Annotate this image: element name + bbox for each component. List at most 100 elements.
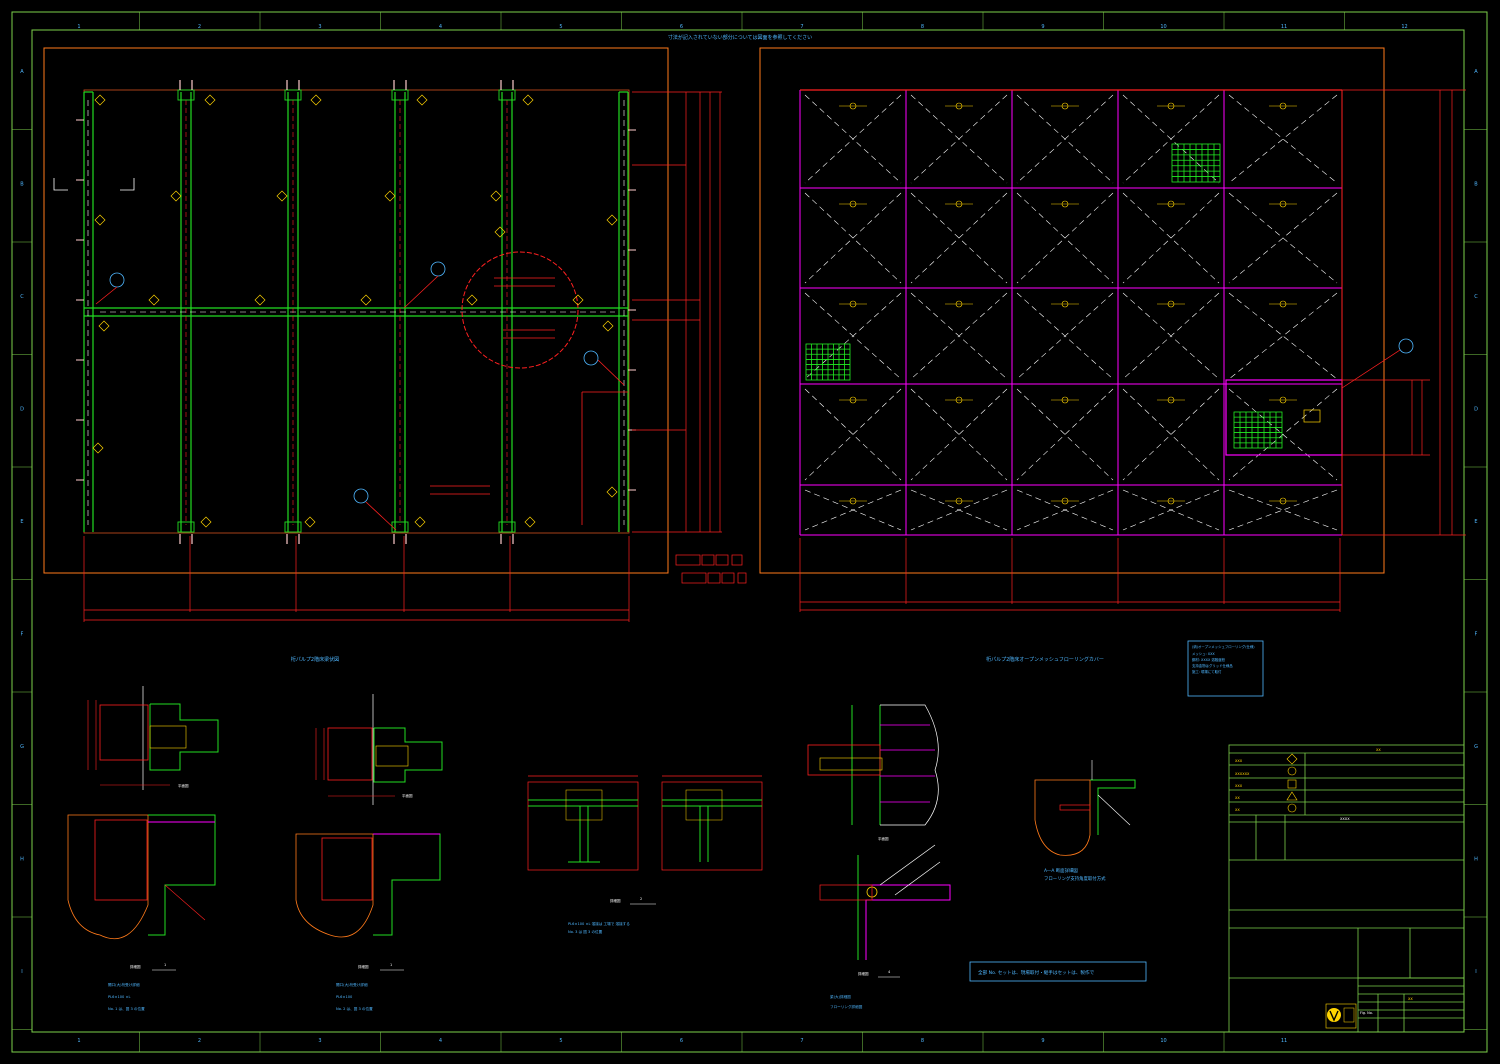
hexagon-symbol-icon (1287, 803, 1297, 813)
grid-label-bottom: 8 (921, 1038, 924, 1044)
detail-3-caption-2: No. 3 は 図 3 の位置 (568, 929, 603, 934)
detail-1-scale: 1 (164, 963, 166, 967)
marker-diamond-icon (200, 516, 212, 528)
bottom-note-text: 全部 No. セットは、現場取付・継手はセットは、製作で (978, 969, 1095, 976)
grid-label-right: A (1474, 69, 1478, 75)
grid-labels-left: ABCDEFGHIJ (12, 69, 32, 1030)
title-sheet-label: XX (1376, 748, 1381, 752)
detail-1-plan-label: 平面図 (178, 783, 189, 788)
legend-line-2: メッシュ: XXX (1192, 652, 1215, 656)
marker-diamond-icon (148, 294, 160, 306)
marker-diamond-icon (94, 214, 106, 226)
revision-cloud (461, 251, 579, 369)
title-block-rows: XXX XXXXXX XXX XX XX XXXX XX Fig. No. XX (1235, 748, 1413, 1029)
detail-2-caption-3: No. 2 は、図 3 の位置 (336, 1006, 373, 1011)
grid-label-left: F (21, 632, 24, 638)
detail-2-plan-label: 平面図 (402, 793, 413, 798)
marker-diamond-icon (414, 516, 426, 528)
marker-diamond-icon (524, 516, 536, 528)
detail-2-caption-1: 開口(大)桁受け詳細 (336, 982, 368, 987)
marker-diamond-icon (310, 94, 322, 106)
grid-label-bottom: 11 (1281, 1038, 1287, 1044)
detail-5-caption-2: フローリング支持角度取付方式 (1044, 875, 1106, 882)
detail-4-plan-label: 平面図 (878, 836, 889, 841)
left-plan-outline (43, 47, 669, 574)
legend-line-5: 施工: 現場にて取付 (1192, 669, 1222, 674)
title-row-label-1: XXX (1235, 759, 1243, 763)
grid-label-right: B (1474, 182, 1478, 188)
grid-label-top: 6 (680, 24, 683, 30)
detail-4-caption-2: フローリング詳細図 (830, 1004, 863, 1009)
marker-diamond-icon (606, 214, 618, 226)
marker-diamond-icon (602, 320, 614, 332)
right-plan-panels (799, 89, 1343, 536)
detail-3-caption-1: PL6×100 ×L 溶接は 工場で 溶接する (568, 921, 630, 926)
grid-label-left: H (20, 857, 24, 863)
detail-5-caption-1: A―A 断面詳細図 (1044, 867, 1078, 874)
grid-label-right: E (1474, 519, 1477, 525)
triangle-symbol-icon (1286, 791, 1298, 801)
detail-1-caption-3: No. 1 は、図 3 の位置 (108, 1006, 145, 1011)
right-plan-outline (759, 47, 1385, 574)
grid-label-right: H (1474, 857, 1478, 863)
grid-label-left: B (20, 182, 24, 188)
outer-frame (11, 11, 1488, 1053)
title-row-label-2: XXXXXX (1235, 772, 1250, 776)
marker-diamond-icon (490, 190, 502, 202)
marker-diamond-icon (494, 226, 506, 238)
right-plan-title: 桁パルプ2階床オープンメッシュフローリングカバー (986, 656, 1104, 663)
detail-4-section-label: 詳細図 (858, 971, 869, 976)
bottom-note: 全部 No. セットは、現場取付・継手はセットは、製作で (969, 961, 1147, 982)
detail-2-scale: 1 (390, 963, 392, 967)
grid-label-left: A (20, 69, 24, 75)
title-revision: XX (1408, 997, 1413, 1001)
grid-label-top: 4 (439, 24, 442, 30)
grid-label-top: 8 (921, 24, 924, 30)
detail-4: 平面図 詳細図 4 梁(大)詳細図 フローリング詳細図 (807, 704, 951, 1009)
title-row-label-5: XX (1235, 808, 1240, 812)
detail-4-scale: 4 (888, 970, 891, 974)
detail-3: 詳細図 2 PL6×100 ×L 溶接は 工場で 溶接する No. 3 は 図 … (527, 775, 763, 934)
grid-label-bottom: 4 (439, 1038, 442, 1044)
grid-label-bottom: 2 (198, 1038, 201, 1044)
circle-symbol-icon (1287, 766, 1297, 776)
marker-diamond-icon (304, 516, 316, 528)
marker-diamond-icon (384, 190, 396, 202)
detail-1-caption-1: 開口(大)桁受け詳細 (108, 982, 140, 987)
left-plan-title: 桁パルプ2階床梁伏図 (291, 656, 339, 663)
grid-label-top: 2 (198, 24, 201, 30)
title-block (1228, 744, 1465, 1033)
grid-label-left: I (21, 969, 22, 975)
grid-label-left: E (20, 519, 23, 525)
legend-line-1: (縞)オープンメッシュフローリング(仕様) (1192, 644, 1255, 649)
detail-3-scale: 2 (640, 897, 642, 901)
grid-label-right: I (1475, 969, 1476, 975)
grating-legend-box: (縞)オープンメッシュフローリング(仕様) メッシュ: XXX 鋼材: XXXX… (1187, 640, 1264, 697)
marker-diamond-icon (572, 294, 584, 306)
detail-2-caption-2: PL6×100 (336, 995, 353, 999)
grid-label-right: D (1474, 407, 1478, 413)
detail-1-section-label: 詳細図 (130, 964, 141, 969)
right-grating-plan: 桁パルプ2階床オープンメッシュフローリングカバー (759, 47, 1466, 663)
marker-diamond-icon (98, 320, 110, 332)
marker-diamond-icon (606, 486, 618, 498)
grid-label-bottom: 3 (318, 1038, 321, 1044)
grid-label-top: 9 (1041, 24, 1044, 30)
detail-1: 平面図 詳細図 1 開口(大)桁受け詳細 PL6×100 ×L No. 1 は、… (67, 686, 219, 1011)
title-drawing-label: XXXX (1340, 817, 1350, 821)
marker-diamond-icon (94, 94, 106, 106)
marker-diamond-icon (416, 94, 428, 106)
grid-label-top: 5 (559, 24, 562, 30)
grid-labels-right: ABCDEFGHIJ (1464, 69, 1487, 1030)
inner-frame (31, 29, 1465, 1033)
top-note: 寸法が記入されていない部分については図面を参照してください (668, 34, 812, 41)
detail-3-section-label: 詳細図 (610, 898, 621, 903)
detail-5: A―A 断面詳細図 フローリング支持角度取付方式 (1034, 760, 1136, 882)
marker-diamond-icon (466, 294, 478, 306)
detail-2: 平面図 詳細図 1 開口(大)桁受け詳細 PL6×100 No. 2 は、図 3… (295, 694, 443, 1011)
grid-label-bottom: 6 (680, 1038, 683, 1044)
company-logo (1325, 1003, 1357, 1029)
title-row-label-3: XXX (1235, 784, 1243, 788)
